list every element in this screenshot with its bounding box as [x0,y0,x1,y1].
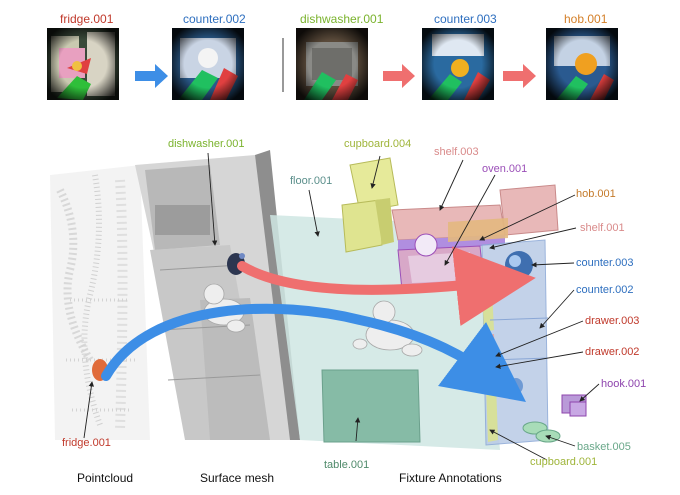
frame-thumbnail-hob [546,28,618,100]
frame-thumbnail-counter-002 [172,28,244,100]
counter-column [481,239,549,446]
frame-arrow-3 [503,64,536,88]
label-shelf-003: shelf.003 [434,146,479,158]
label-dishwasher: dishwasher.001 [168,138,245,150]
label-shelf-001: shelf.001 [580,222,625,234]
label-cupboard-001: cupboard.001 [530,456,598,468]
frame-thumbnail-dishwasher [296,28,368,100]
frame-arrow-1 [135,64,168,88]
label-drawer-002: drawer.002 [585,346,640,358]
label-hook: hook.001 [601,378,647,390]
hook-001-object [561,394,587,417]
frame-arrow-2 [383,64,415,88]
label-hob: hob.001 [576,188,616,200]
frame-title-counter-003: counter.003 [434,12,497,26]
frame-title-hob: hob.001 [564,12,608,26]
label-table: table.001 [324,459,370,471]
label-basket: basket.005 [577,441,631,453]
label-fridge: fridge.001 [62,437,111,449]
label-oven: oven.001 [482,163,528,175]
label-counter-002: counter.002 [576,284,634,296]
frame-title-counter-002: counter.002 [183,12,246,26]
label-counter-003: counter.003 [576,257,634,269]
pointcloud [50,165,150,440]
table-001 [321,369,421,443]
label-floor: floor.001 [290,175,333,187]
frame-thumbnail-counter-003 [422,28,494,100]
hand-marker-counter [509,378,523,394]
trajectory-arrow-red [237,246,536,326]
trajectory-arrow-blue [101,303,527,402]
cupboard-004-blocks [341,157,399,253]
caption-surface-mesh: Surface mesh [200,471,275,485]
frame-title-dishwasher: dishwasher.001 [300,12,384,26]
frame-thumbnail-fridge [47,28,119,100]
label-drawer-003: drawer.003 [585,315,640,327]
frame-title-fridge: fridge.001 [60,12,114,26]
caption-pointcloud: Pointcloud [77,471,134,485]
caption-fixture-annotations: Fixture Annotations [399,471,502,485]
label-cupboard-004: cupboard.004 [344,138,412,150]
